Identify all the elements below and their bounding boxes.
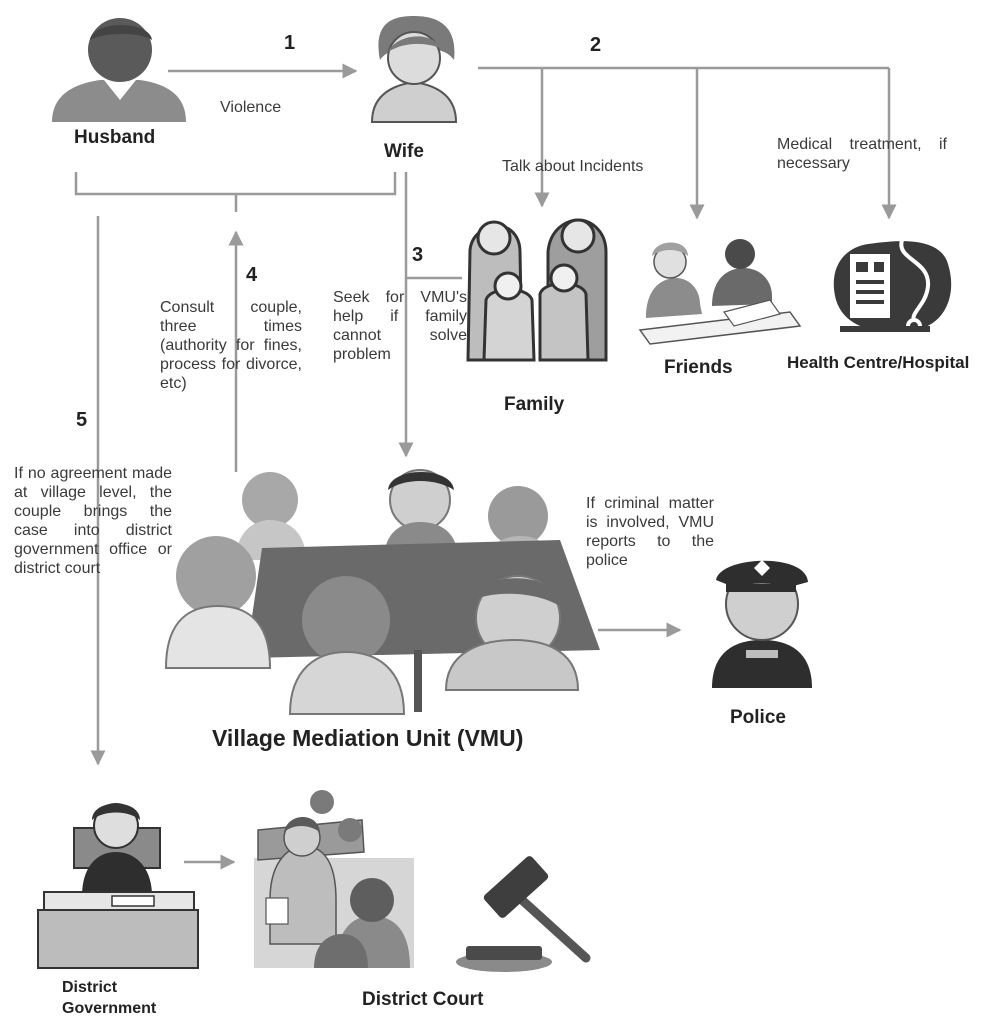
friends-figure: [638, 239, 802, 345]
wife-figure: [370, 16, 458, 123]
district-court-label: District Court: [362, 989, 484, 1010]
medical-treatment-note: Medical treatment, if necessary: [777, 136, 947, 172]
district-government-label-line2: Government: [62, 1000, 157, 1017]
district-court-figure: [254, 790, 414, 968]
criminal-matter-note: If criminal matter is involved, VMU repo…: [586, 495, 714, 569]
step-4-number: 4: [246, 264, 258, 286]
step-1-number: 1: [284, 32, 296, 54]
health-centre-label: Health Centre/Hospital: [787, 353, 970, 372]
violence-note: Violence: [220, 99, 282, 116]
friends-label: Friends: [664, 357, 733, 378]
seek-vmu-help-note: Seek for VMU's help if family cannot sol…: [333, 289, 467, 363]
district-government-figure: [37, 803, 199, 969]
couple-bracket: [74, 172, 397, 196]
gavel-icon: [456, 856, 591, 972]
family-label: Family: [504, 394, 565, 415]
consult-couple-note: Consult couple, three times (authority f…: [160, 299, 302, 392]
talk-about-incidents-note: Talk about Incidents: [502, 158, 644, 175]
police-label: Police: [730, 707, 786, 728]
family-figure: [466, 218, 608, 362]
police-figure: [712, 560, 812, 688]
step-2-number: 2: [590, 34, 602, 56]
district-government-label-line1: District: [62, 979, 118, 996]
vmu-figure: [164, 469, 600, 715]
connectors: [74, 63, 897, 870]
husband-label: Husband: [74, 127, 156, 148]
step-3-number: 3: [412, 244, 424, 266]
hospital-icon: [833, 239, 952, 334]
step-5-number: 5: [76, 409, 88, 431]
no-agreement-note: If no agreement made at village level, t…: [14, 465, 172, 577]
husband-figure: [52, 18, 186, 122]
vmu-label: Village Mediation Unit (VMU): [212, 725, 524, 751]
wife-label: Wife: [384, 141, 424, 162]
